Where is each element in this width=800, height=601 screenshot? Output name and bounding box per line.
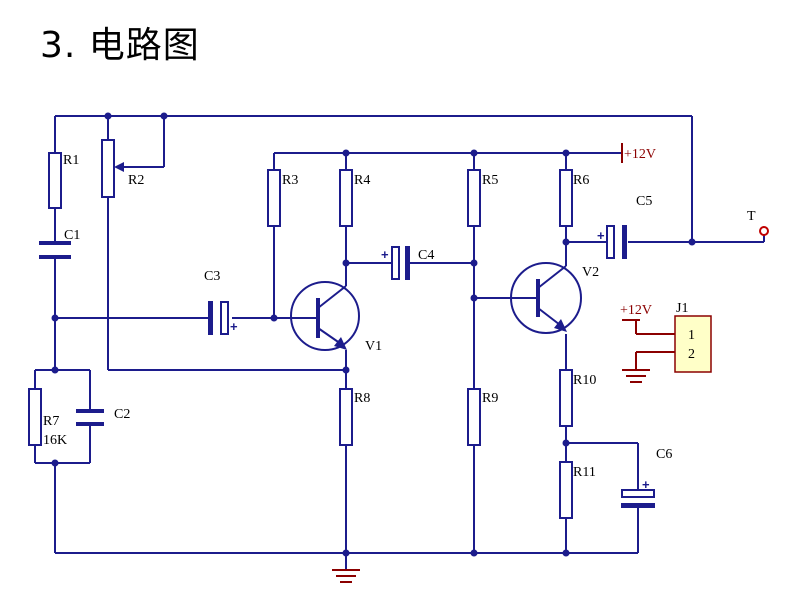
capacitor-c6: + C6 (621, 447, 672, 508)
svg-text:+: + (230, 319, 238, 334)
c5-label: C5 (636, 194, 652, 209)
r3-label: R3 (282, 173, 298, 188)
resistor-r7: R7 16K (28, 388, 67, 448)
j1-supply-label: +12V (620, 303, 652, 318)
r4-label: R4 (354, 173, 370, 188)
resistor-r6: R6 (559, 169, 589, 227)
r5-label: R5 (482, 173, 498, 188)
c4-label: C4 (418, 248, 434, 263)
r8-label: R8 (354, 391, 370, 406)
supply-12v: +12V (621, 143, 656, 163)
svg-text:+: + (642, 477, 650, 492)
resistor-r8: R8 (339, 388, 370, 446)
resistor-r9: R9 (467, 388, 498, 446)
supply-label: +12V (624, 147, 656, 162)
c2-label: C2 (114, 407, 130, 422)
transistor-v2: V2 (510, 262, 599, 334)
r1-label: R1 (63, 153, 79, 168)
svg-text:+: + (597, 228, 605, 243)
svg-text:+: + (381, 247, 389, 262)
c6-label: C6 (656, 447, 672, 462)
capacitor-c1: C1 (39, 228, 80, 259)
capacitor-c4: + C4 (381, 246, 434, 280)
v1-label: V1 (365, 339, 382, 354)
j1-pin2: 2 (688, 347, 695, 362)
wires (34, 115, 765, 570)
output-terminal: T (747, 209, 769, 236)
terminal-label: T (747, 209, 756, 224)
c1-label: C1 (64, 228, 80, 243)
resistor-r4: R4 (339, 169, 370, 227)
j1-label: J1 (676, 301, 688, 316)
r9-label: R9 (482, 391, 498, 406)
resistor-r3: R3 (267, 169, 298, 227)
ground-icon (332, 569, 360, 583)
r2-label: R2 (128, 173, 144, 188)
resistor-r5: R5 (467, 169, 498, 227)
r6-label: R6 (573, 173, 589, 188)
j1-pin1: 1 (688, 328, 695, 343)
transistor-v1: V1 (290, 281, 382, 354)
capacitor-c5: + C5 (597, 194, 652, 259)
connector-j1: +12V J1 1 2 (620, 301, 712, 383)
r7-label: R7 (43, 414, 59, 429)
resistor-r1: R1 (48, 152, 79, 209)
r7-value: 16K (43, 433, 67, 448)
capacitor-c2: C2 (76, 407, 130, 426)
resistor-r10: R10 (559, 369, 596, 427)
capacitor-c3: + C3 (204, 269, 238, 335)
r10-label: R10 (573, 373, 596, 388)
potentiometer-r2: R2 (101, 139, 144, 198)
r11-label: R11 (573, 465, 596, 480)
c3-label: C3 (204, 269, 220, 284)
page-title: 3. 电路图 (40, 25, 200, 66)
junctions (51, 112, 696, 557)
v2-label: V2 (582, 265, 599, 280)
resistor-r11: R11 (559, 461, 596, 519)
